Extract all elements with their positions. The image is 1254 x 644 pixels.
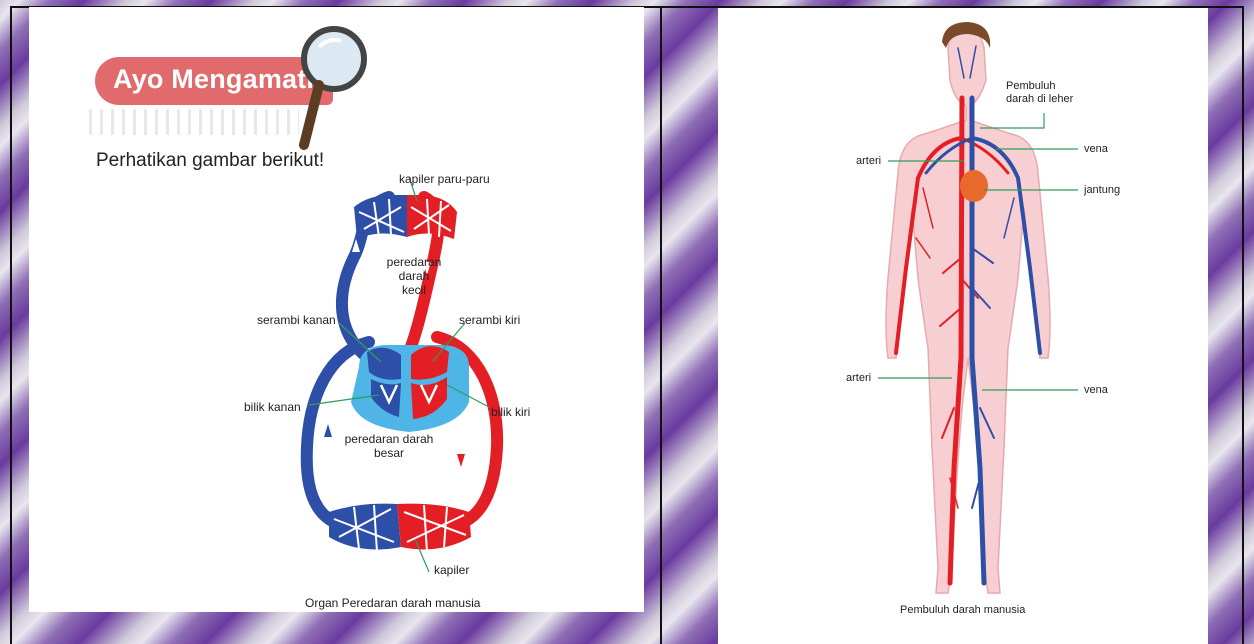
systemic-capillary-bed [329,504,471,552]
label-vein-lower: vena [1084,384,1108,396]
label-capillaries: kapiler [434,563,469,577]
label-right-atrium: serambi kanan [257,313,336,327]
figure-caption-right: Pembuluh darah manusia [900,604,1025,616]
heart-organ [960,170,988,202]
label-artery-lower: arteri [846,372,871,384]
label-vein-upper: vena [1084,143,1108,155]
label-heart: jantung [1084,184,1120,196]
label-neck-vessels: Pembuluh darah di leher [1006,80,1073,106]
label-right-ventricle: bilik kanan [244,400,301,414]
label-left-atrium: serambi kiri [459,313,520,327]
figure-caption-left: Organ Peredaran darah manusia [305,596,480,610]
label-left-ventricle: bilik kiri [491,405,530,419]
circulation-diagram-panel: Ayo Mengamati [29,7,644,612]
label-artery-upper: arteri [856,155,881,167]
body-silhouette [886,22,1050,593]
human-body-diagram [718,8,1208,644]
heart [351,345,469,432]
magnifier-icon [304,29,364,145]
instruction-text: Perhatikan gambar berikut! [96,150,324,172]
label-pulmonary-capillaries: kapiler paru-paru [399,172,490,186]
pulmonary-capillary-bed [354,195,457,239]
label-small-circulation: peredaran darah kecil [374,255,454,297]
blood-vessels-diagram-panel: Pembuluh darah di leher vena arteri jant… [718,8,1208,644]
circulation-diagram [29,7,644,612]
label-large-circulation: peredaran darah besar [334,432,444,460]
